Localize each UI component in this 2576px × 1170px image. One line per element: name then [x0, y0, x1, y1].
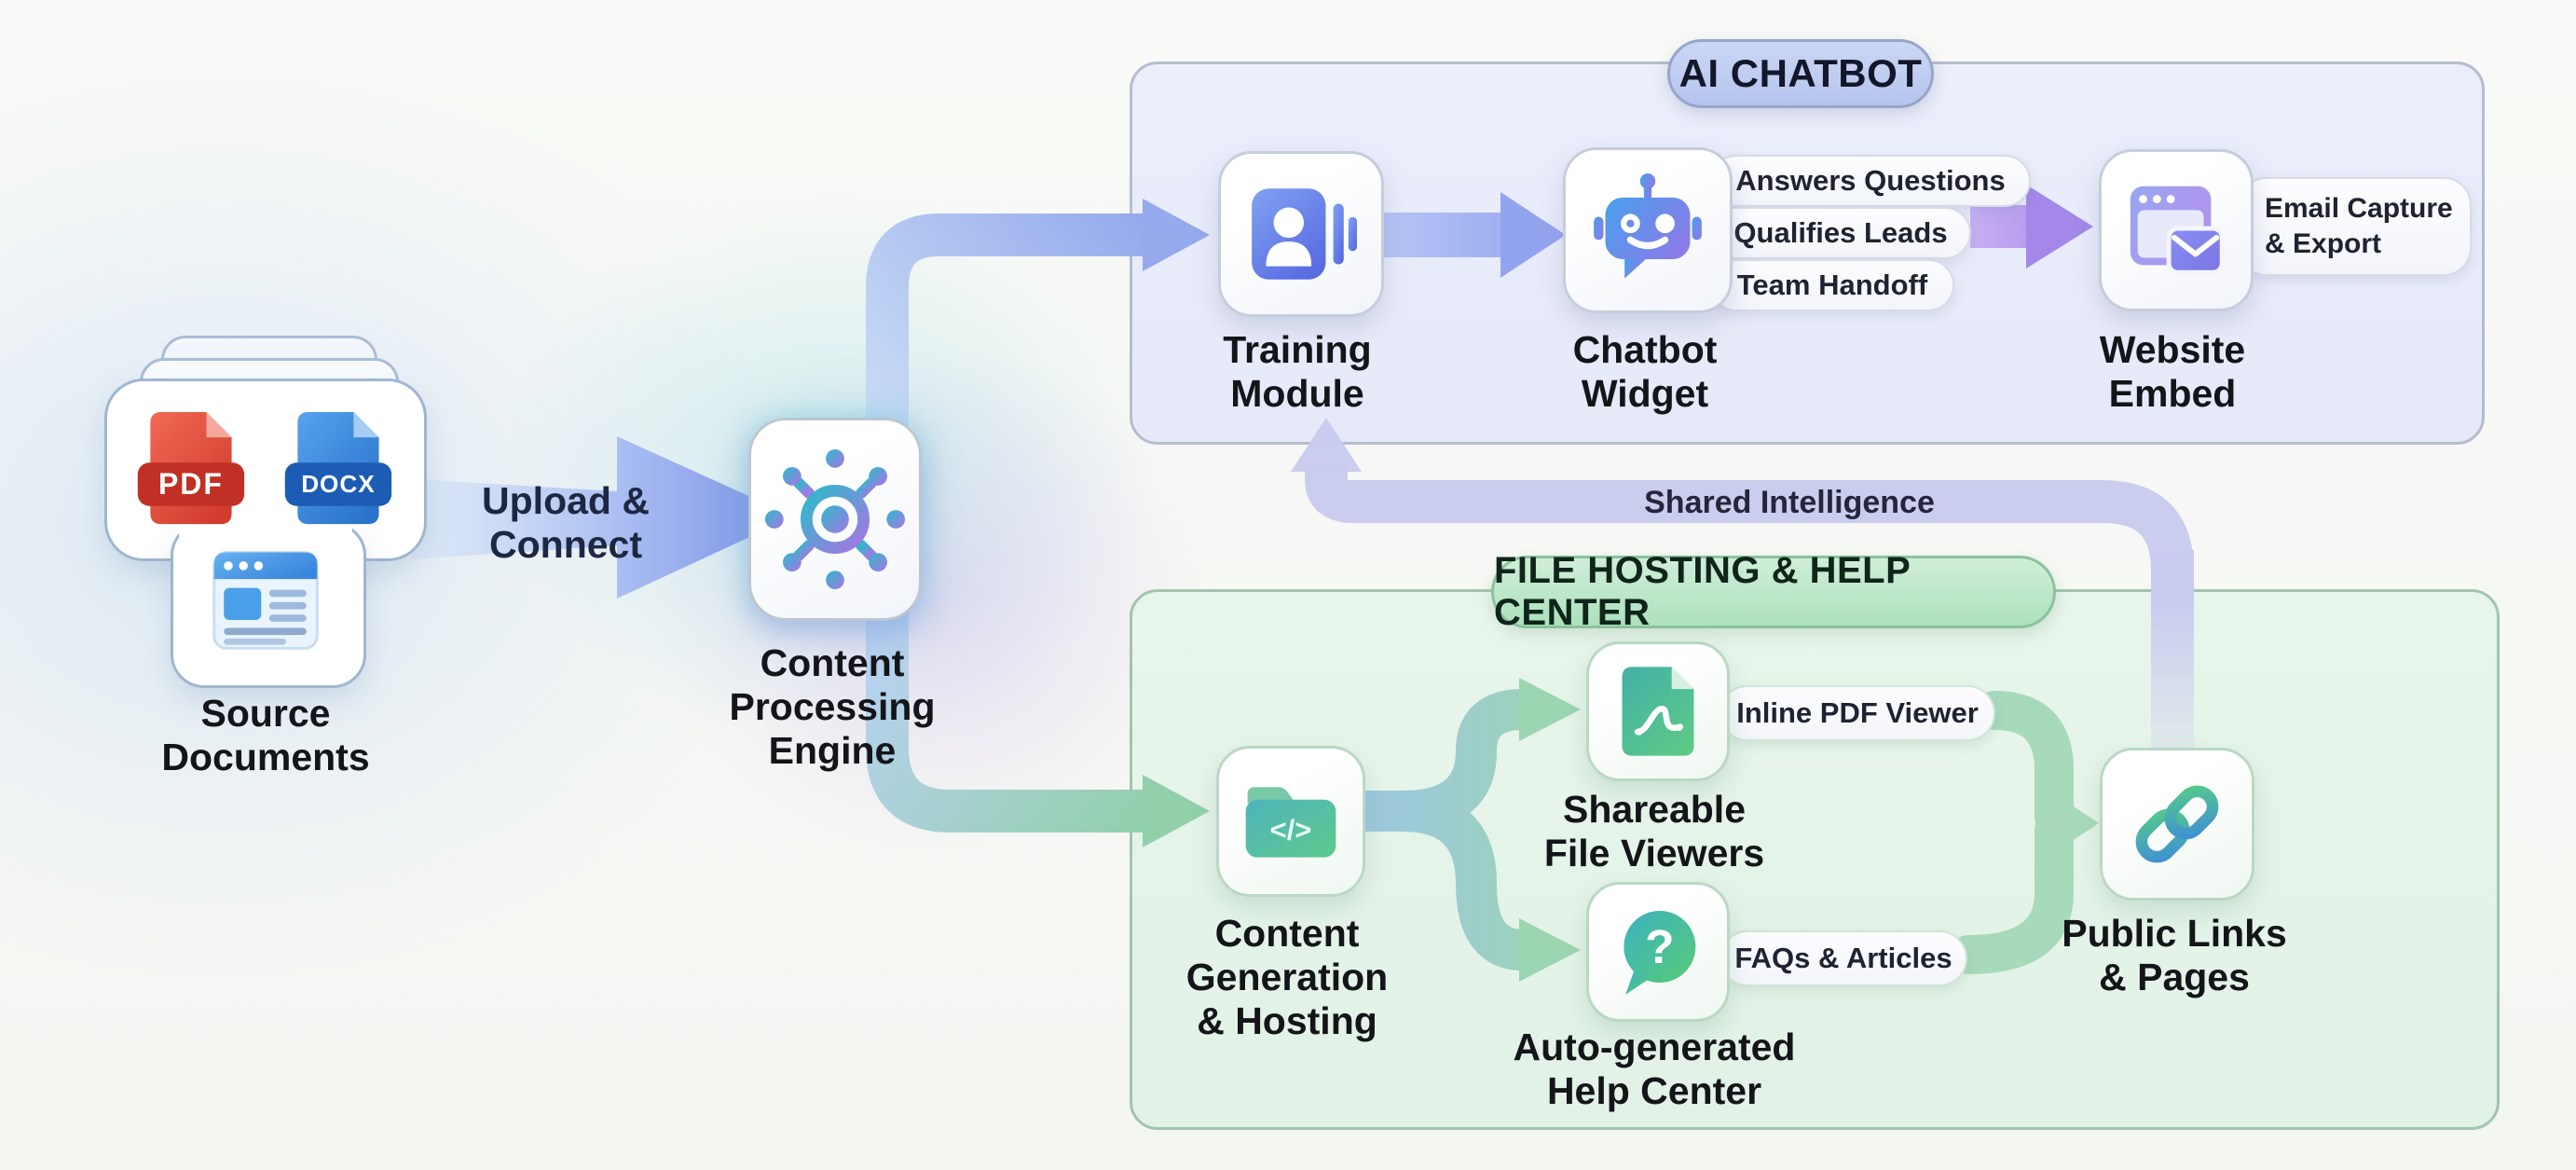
- merge-to-public-links: [1949, 691, 2074, 974]
- feature-text: Answers Questions: [1735, 164, 2006, 197]
- arrow-training-to-chatbot: [1383, 192, 1566, 278]
- public-links-node: [2100, 748, 2254, 901]
- source-documents-label: Source Documents: [161, 692, 370, 778]
- pipe-engine-to-generation: [866, 604, 1210, 847]
- faqs-articles-text: FAQs & Articles: [1734, 942, 1953, 974]
- docx-badge-text: DOCX: [301, 470, 375, 498]
- auto-help-center-node: ?: [1586, 882, 1730, 1022]
- ai-chatbot-title-text: AI CHATBOT: [1679, 51, 1923, 95]
- shareable-file-viewers-node: [1586, 641, 1730, 781]
- email-capture-tag: Email Capture & Export: [2239, 177, 2472, 276]
- public-links-label: Public Links & Pages: [2062, 912, 2287, 998]
- feature-text: Qualifies Leads: [1733, 216, 1948, 249]
- ai-chatbot-section-title: AI CHATBOT: [1667, 39, 1934, 108]
- shareable-file-viewers-label: Shareable File Viewers: [1543, 788, 1765, 874]
- chatbot-widget-node: [1563, 147, 1733, 313]
- training-module-node: [1218, 151, 1384, 317]
- feature-pill-team-handoff: Team Handoff: [1710, 259, 1954, 311]
- pdf-file-icon: PDF: [137, 411, 245, 525]
- robot-icon: [1594, 173, 1702, 279]
- branch-generation-split: [1343, 689, 1543, 970]
- inline-pdf-viewer-tag: Inline PDF Viewer: [1720, 685, 1995, 741]
- content-processing-engine-label: Content Processing Engine: [729, 641, 936, 772]
- email-capture-text: Email Capture & Export: [2265, 193, 2453, 259]
- feature-pill-qualifies-leads: Qualifies Leads: [1710, 207, 1971, 259]
- training-module-icon: [1252, 188, 1357, 280]
- shared-intelligence-label: Shared Intelligence: [1644, 485, 1935, 520]
- content-generation-node: </>: [1216, 746, 1365, 897]
- auto-help-center-label: Auto-generated Help Center: [1513, 1025, 1796, 1112]
- branch-arrowhead-viewers: [1519, 678, 1581, 741]
- upload-connect-label: Upload & Connect: [482, 479, 650, 566]
- website-embed-icon: [2130, 186, 2225, 275]
- arrow-chatbot-to-website: [1970, 185, 2093, 268]
- docx-file-icon: DOCX: [284, 411, 392, 525]
- merge-arrowhead-links: [2047, 789, 2099, 858]
- processing-hub-icon: [764, 448, 906, 590]
- pdf-viewer-icon: [1622, 667, 1694, 756]
- link-chain-icon: [2135, 785, 2219, 863]
- content-processing-engine-node: [748, 418, 922, 621]
- code-folder-icon: </>: [1245, 787, 1336, 858]
- file-hosting-title-text: FILE HOSTING & HELP CENTER: [1494, 550, 1911, 633]
- webpage-icon: [212, 551, 319, 650]
- content-generation-label: Content Generation & Hosting: [1185, 912, 1389, 1042]
- help-bubble-icon: ?: [1624, 911, 1696, 995]
- pipe-engine-to-training: [866, 199, 1210, 449]
- shared-intelligence-pipe: [1291, 418, 2194, 763]
- branch-arrowhead-help: [1519, 918, 1581, 982]
- feature-text: Team Handoff: [1736, 268, 1928, 301]
- website-embed-node: [2099, 149, 2254, 311]
- inline-pdf-viewer-text: Inline PDF Viewer: [1736, 696, 1979, 729]
- chatbot-widget-label: Chatbot Widget: [1572, 328, 1718, 415]
- pdf-badge-text: PDF: [158, 467, 224, 501]
- feature-pill-answers-questions: Answers Questions: [1710, 155, 2031, 207]
- training-module-label: Training Module: [1223, 328, 1372, 415]
- question-glyph: ?: [1645, 920, 1674, 973]
- faqs-articles-tag: FAQs & Articles: [1720, 930, 1967, 986]
- website-embed-label: Website Embed: [2099, 328, 2246, 415]
- file-hosting-section-title: FILE HOSTING & HELP CENTER: [1491, 550, 2056, 633]
- code-glyph: </>: [1270, 813, 1312, 846]
- upload-connect-arrow: [412, 436, 794, 599]
